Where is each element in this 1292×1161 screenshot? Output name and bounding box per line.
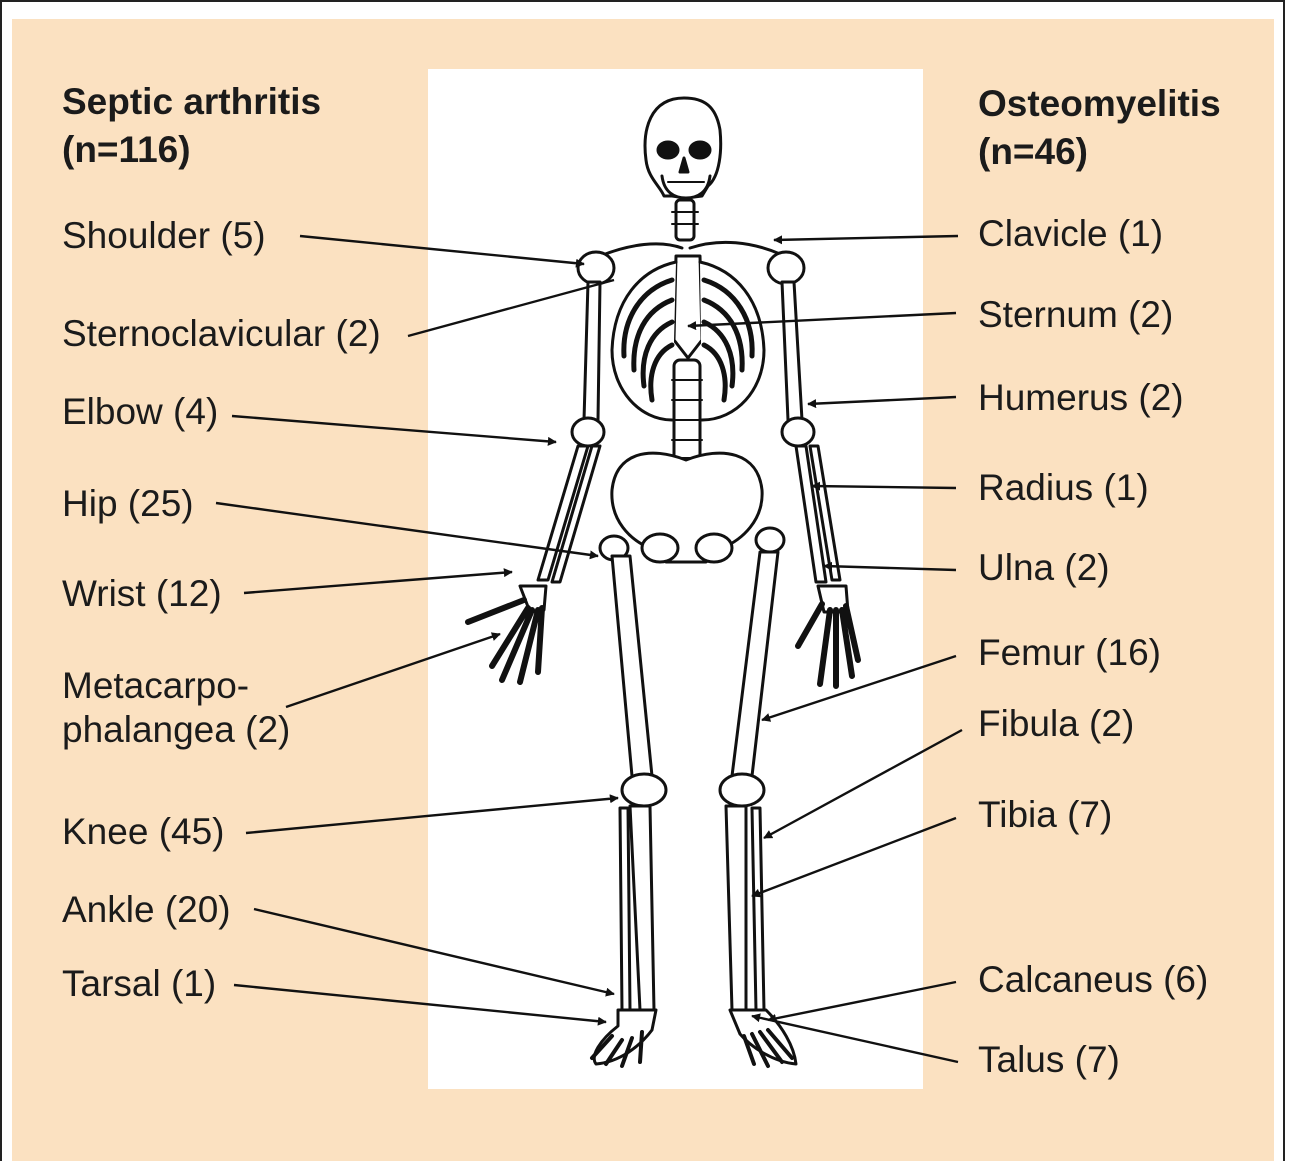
arrow-shoulder bbox=[300, 236, 584, 264]
arrow-metacarpo bbox=[286, 634, 500, 707]
left-tibia bbox=[630, 806, 654, 1010]
skeleton-bones bbox=[468, 98, 858, 1066]
sternum-bone bbox=[674, 256, 702, 358]
left-clavicle bbox=[600, 244, 682, 256]
osteomyelitis-title: Osteomyelitis bbox=[978, 80, 1221, 128]
arrow-hip bbox=[216, 503, 598, 556]
right-femur bbox=[732, 552, 778, 776]
label-tibia: Tibia (7) bbox=[978, 793, 1112, 837]
label-fibula: Fibula (2) bbox=[978, 702, 1134, 746]
label-metacarpo-line2: phalangea (2) bbox=[62, 708, 290, 752]
arrow-elbow bbox=[232, 416, 556, 442]
right-tibia bbox=[726, 806, 746, 1010]
arrow-wrist bbox=[244, 572, 512, 593]
septic-arthritis-count: (n=116) bbox=[62, 126, 321, 174]
right-fibula bbox=[752, 808, 764, 1010]
left-humerus bbox=[584, 282, 600, 420]
arrow-sternoclavicular bbox=[408, 280, 614, 336]
right-clavicle bbox=[690, 242, 780, 254]
label-sternum: Sternum (2) bbox=[978, 293, 1173, 337]
label-calcaneus: Calcaneus (6) bbox=[978, 958, 1208, 1002]
label-sternoclavicular: Sternoclavicular (2) bbox=[62, 312, 381, 356]
arrow-femur bbox=[762, 656, 956, 720]
label-clavicle: Clavicle (1) bbox=[978, 212, 1163, 256]
arrow-humerus bbox=[808, 397, 956, 404]
label-elbow: Elbow (4) bbox=[62, 390, 218, 434]
arrow-radius bbox=[812, 486, 956, 488]
label-ankle: Ankle (20) bbox=[62, 888, 231, 932]
label-humerus: Humerus (2) bbox=[978, 376, 1184, 420]
right-humerus bbox=[782, 282, 802, 420]
label-knee: Knee (45) bbox=[62, 810, 225, 854]
osteomyelitis-header: Osteomyelitis (n=46) bbox=[978, 80, 1221, 176]
left-femur bbox=[612, 556, 652, 776]
arrow-fibula bbox=[764, 730, 962, 838]
label-shoulder: Shoulder (5) bbox=[62, 214, 266, 258]
label-wrist: Wrist (12) bbox=[62, 572, 222, 616]
arrow-knee bbox=[246, 798, 618, 833]
label-femur: Femur (16) bbox=[978, 631, 1161, 675]
pelvis bbox=[612, 453, 762, 562]
label-talus: Talus (7) bbox=[978, 1038, 1120, 1082]
label-metacarpo-line1: Metacarpo- bbox=[62, 664, 290, 708]
label-metacarpophalangea: Metacarpo- phalangea (2) bbox=[62, 664, 290, 752]
label-hip: Hip (25) bbox=[62, 482, 194, 526]
arrow-calcaneus bbox=[768, 982, 956, 1020]
label-radius: Radius (1) bbox=[978, 466, 1149, 510]
arrow-clavicle bbox=[774, 236, 958, 240]
left-fibula bbox=[620, 808, 630, 1010]
septic-arthritis-header: Septic arthritis (n=116) bbox=[62, 78, 321, 174]
label-ulna: Ulna (2) bbox=[978, 546, 1110, 590]
osteomyelitis-count: (n=46) bbox=[978, 128, 1221, 176]
arrow-tibia bbox=[752, 818, 956, 896]
arrow-ankle bbox=[254, 909, 614, 994]
septic-arthritis-title: Septic arthritis bbox=[62, 78, 321, 126]
arrow-tarsal bbox=[234, 985, 606, 1022]
label-tarsal: Tarsal (1) bbox=[62, 962, 216, 1006]
arrow-ulna bbox=[824, 566, 956, 570]
